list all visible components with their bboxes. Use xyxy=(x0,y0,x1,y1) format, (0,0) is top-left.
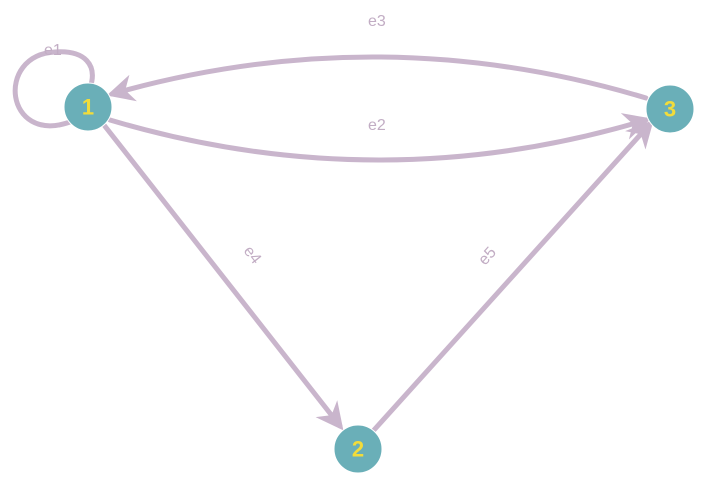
node-3-circle xyxy=(645,84,695,134)
edge-e5-line xyxy=(371,119,654,433)
edge-layer: e1 e2 e3 e4 e5 xyxy=(12,13,654,433)
edge-e4[interactable]: e4 xyxy=(101,122,344,431)
edge-e3-label: e3 xyxy=(368,13,386,30)
node-layer: 1 2 3 xyxy=(63,82,695,474)
node-3-label: 3 xyxy=(664,97,676,122)
edge-e2-line xyxy=(107,113,652,163)
node-2[interactable]: 2 xyxy=(333,424,383,474)
edge-e5-label: e5 xyxy=(475,244,500,269)
edge-e2-label: e2 xyxy=(368,117,386,134)
edge-e3[interactable]: e3 xyxy=(106,13,649,102)
node-1-label: 1 xyxy=(82,95,94,120)
node-2-label: 2 xyxy=(352,437,364,462)
edge-e2[interactable]: e2 xyxy=(107,113,652,163)
edge-e4-label: e4 xyxy=(240,243,264,268)
node-1-circle xyxy=(63,82,113,132)
edge-e5[interactable]: e5 xyxy=(371,119,654,433)
node-2-circle xyxy=(333,424,383,474)
edge-e1-line xyxy=(12,49,95,129)
node-1[interactable]: 1 xyxy=(63,82,113,132)
edge-e1[interactable]: e1 xyxy=(12,42,95,129)
edge-e3-line xyxy=(106,54,649,102)
edge-e1-label: e1 xyxy=(44,42,62,59)
node-3[interactable]: 3 xyxy=(645,84,695,134)
edge-e4-line xyxy=(101,122,344,431)
